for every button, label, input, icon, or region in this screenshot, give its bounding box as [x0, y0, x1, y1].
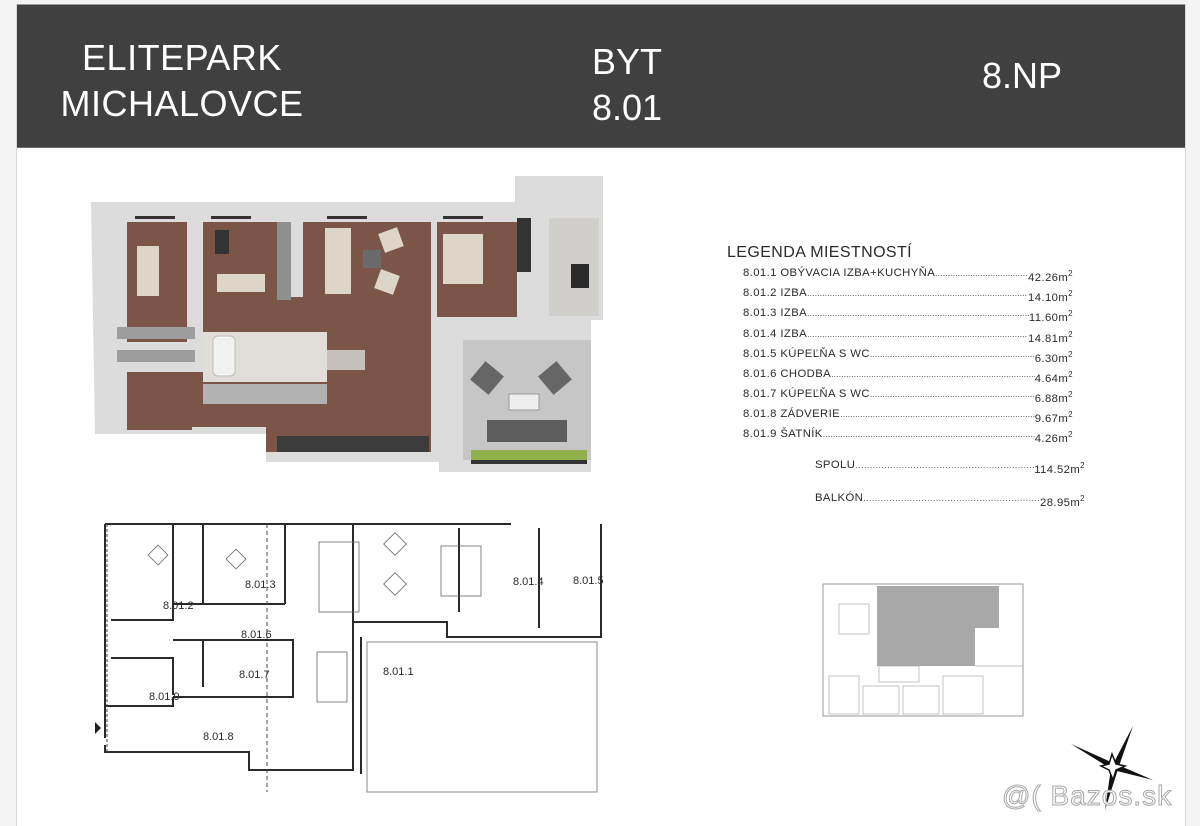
legend-row: 8.01.2 IZBA14.10m2 [743, 286, 1073, 306]
legend-row: 8.01.7 KÚPEĽŇA S WC6.88m2 [743, 387, 1073, 407]
room-label-8-01-8: 8.01.8 [203, 731, 234, 743]
floor-label: 8.NP [981, 55, 1063, 96]
legend-row: 8.01.3 IZBA11.60m2 [743, 306, 1073, 326]
room-label-8-01-7: 8.01.7 [239, 669, 270, 681]
legend-title: LEGENDA MIESTNOSTÍ [727, 244, 913, 261]
apartment-floor-plan: 8.01.1 8.01.2 8.01.3 8.01.4 8.01.5 8.01.… [95, 523, 604, 793]
room-label-8-01-9: 8.01.9 [149, 691, 180, 703]
watermark-text: @( Bazos.sk [1001, 780, 1173, 812]
legend-row: 8.01.8 ZÁDVERIE9.67m2 [743, 407, 1073, 427]
project-name-line1: ELITEPARK [82, 37, 282, 78]
apartment-3d-render [91, 176, 603, 472]
unit-title: BYT 8.01 [557, 39, 697, 131]
room-label-8-01-4: 8.01.4 [513, 576, 544, 588]
legend-row: 8.01.4 IZBA14.81m2 [743, 327, 1073, 347]
total-area-row: SPOLU114.52m2 [815, 458, 1085, 478]
legend-row: 8.01.6 CHODBA4.64m2 [743, 367, 1073, 387]
floor-plan-sheet: ELITEPARK MICHALOVCE BYT 8.01 8.NP [16, 4, 1186, 826]
room-label-8-01-6: 8.01.6 [241, 629, 272, 641]
unit-label: BYT [591, 41, 662, 82]
room-label-8-01-2: 8.01.2 [163, 600, 194, 612]
legend-row: 8.01.9 ŠATNÍK4.26m2 [743, 427, 1073, 447]
balcony-area-row: BALKÓN28.95m2 [815, 491, 1085, 511]
floor-key-plan [822, 583, 1024, 717]
legend-row: 8.01.5 KÚPEĽŇA S WC6.30m2 [743, 347, 1073, 367]
header-banner: ELITEPARK MICHALOVCE BYT 8.01 8.NP [17, 4, 1185, 148]
room-label-8-01-5: 8.01.5 [573, 575, 604, 587]
project-name: ELITEPARK MICHALOVCE [57, 35, 307, 127]
project-name-line2: MICHALOVCE [60, 83, 304, 124]
room-legend: LEGENDA MIESTNOSTÍ 8.01.1 OBÝVACIA IZBA+… [727, 244, 1085, 525]
north-compass-icon [1071, 726, 1153, 810]
legend-totals: SPOLU114.52m2 BALKÓN28.95m2 [727, 458, 1085, 512]
room-label-8-01-1: 8.01.1 [383, 666, 414, 678]
legend-row: 8.01.1 OBÝVACIA IZBA+KUCHYŇA42.26m2 [743, 266, 1073, 286]
unit-number: 8.01 [591, 87, 663, 128]
room-label-8-01-3: 8.01.3 [245, 579, 276, 591]
